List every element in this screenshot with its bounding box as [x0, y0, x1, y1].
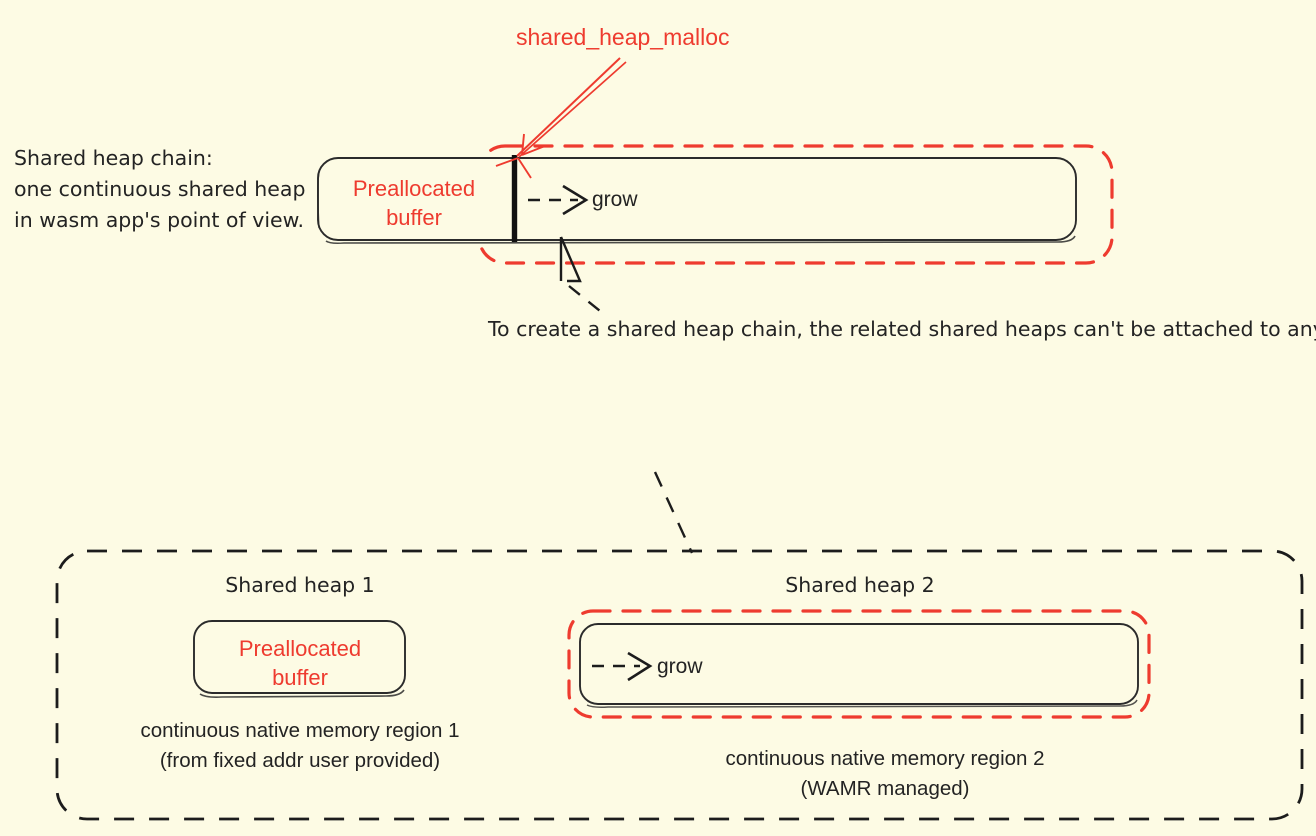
heap1-region-caption: continuous native memory region 1 (from …	[140, 719, 460, 772]
shared-heap-1-title: Shared heap 1	[225, 573, 375, 597]
shared-heap-2-title: Shared heap 2	[785, 573, 935, 597]
shared-heap-chain-description: Shared heap chain: one continuous shared…	[14, 146, 306, 233]
heap2-region-caption: continuous native memory region 2 (WAMR …	[725, 747, 1045, 800]
heap2-red-dashed-region	[567, 609, 1151, 719]
top-grow-label: grow	[592, 188, 638, 211]
shared-heap-malloc-label: shared_heap_malloc	[516, 24, 730, 50]
top-preallocated-buffer-label: Preallocated buffer	[352, 176, 476, 231]
malloc-pointer-arrow	[495, 57, 627, 179]
top-grow-arrow-icon	[528, 184, 589, 216]
heap2-grow-arrow-icon	[592, 651, 653, 682]
heap2-grow-label: grow	[657, 655, 703, 678]
chain-note-pointer-arrow	[559, 236, 601, 312]
top-red-dashed-region	[477, 144, 1114, 265]
heap1-preallocated-buffer-label: Preallocated buffer	[238, 636, 362, 691]
shared-heap-chain-note: To create a shared heap chain, the relat…	[488, 317, 1316, 341]
note-to-container-connector	[653, 471, 694, 554]
